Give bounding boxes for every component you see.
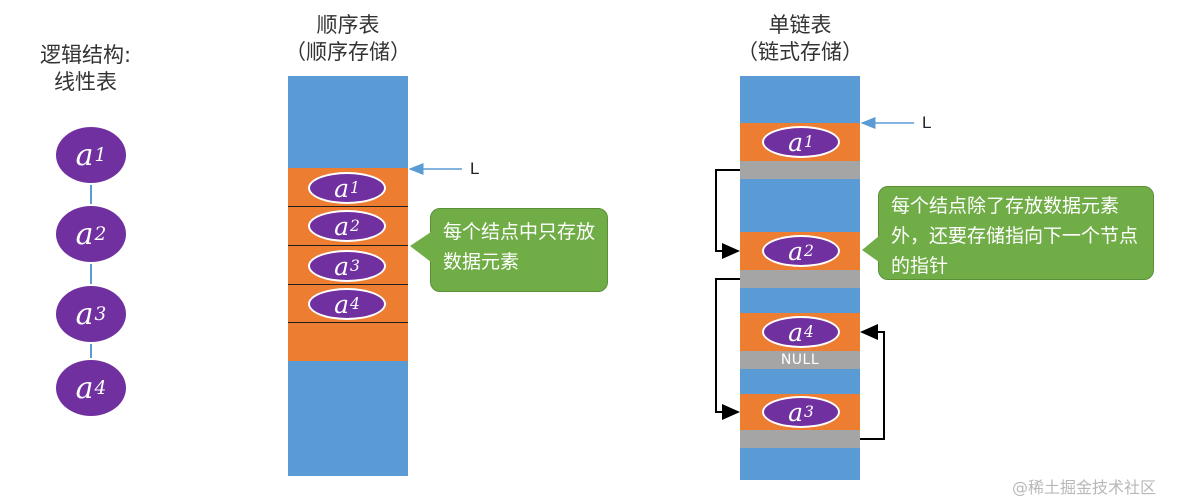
linked-title: 单链表 （链式存储） (720, 12, 880, 66)
null-pointer-label: NULL (780, 352, 820, 368)
linked-node3-pointer-field (740, 430, 860, 448)
linked-callout-tail (862, 236, 879, 262)
sequential-callout-tail (410, 232, 431, 262)
sequential-title-line1: 顺序表 (316, 13, 380, 37)
logical-label-line2: 线性表 (54, 70, 117, 94)
sequential-title: 顺序表 （顺序存储） (268, 12, 428, 66)
linked-title-line1: 单链表 (768, 13, 832, 37)
linked-node1-pointer-field (740, 161, 860, 179)
linked-node2-pointer-field (740, 270, 860, 288)
link-arrow-a2-to-a3 (715, 278, 740, 420)
linked-pointer-label: L (922, 113, 932, 132)
sequential-callout: 每个结点中只存放数据元素 (430, 208, 608, 292)
watermark: @稀土掘金技术社区 (1012, 478, 1157, 497)
linked-callout: 每个结点除了存放数据元素外，还要存储指向下一个节点的指针 (878, 186, 1154, 280)
sequential-cell-divider (288, 284, 408, 285)
linked-title-line2: （链式存储） (737, 40, 863, 64)
logical-label-line1: 逻辑结构: (40, 43, 132, 67)
link-arrow-a1-to-a2 (715, 169, 740, 259)
logical-connector-line (90, 155, 92, 385)
sequential-cell-divider (288, 206, 408, 207)
sequential-pointer-label: L (470, 159, 480, 178)
sequential-cell-divider (288, 322, 408, 323)
sequential-title-line2: （顺序存储） (285, 40, 411, 64)
logical-structure-label: 逻辑结构: 线性表 (40, 42, 131, 96)
sequential-cell-divider (288, 245, 408, 246)
link-arrow-a3-to-a4 (860, 324, 885, 440)
linked-node4-pointer-field (740, 351, 860, 369)
